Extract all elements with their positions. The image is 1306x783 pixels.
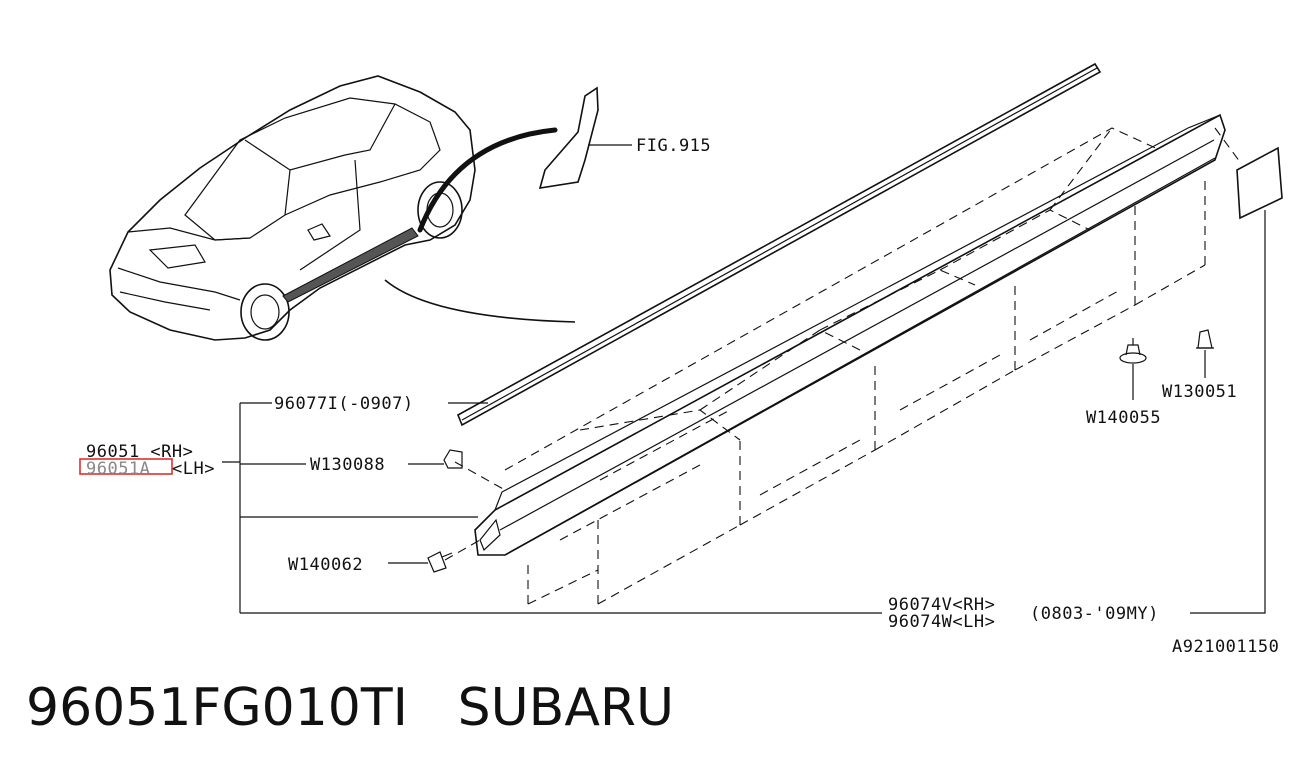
cover-lh-label: 96074W<LH> [888, 612, 995, 632]
brand-name: SUBARU [457, 678, 675, 738]
part-lh-code-label: 96051A [86, 459, 150, 479]
clip-w130088-label: W130088 [310, 455, 385, 475]
molding-label: 96077I(-0907) [274, 394, 414, 414]
side-sill [444, 113, 1241, 605]
clip-w130088 [408, 449, 463, 469]
molding-strip [456, 62, 1102, 427]
clip-w140055 [1119, 338, 1147, 400]
illustration-id-label: A921001150 [1172, 637, 1279, 657]
part-rh-label: 96051 <RH> [86, 442, 193, 462]
cover-years-label: (0803-'09MY) [1030, 604, 1159, 624]
fig915-bracket [538, 86, 632, 189]
highlight-box [79, 458, 173, 475]
leader-lines [222, 210, 1266, 614]
clip-w140062 [388, 551, 453, 573]
end-cap [1236, 146, 1283, 220]
car-illustration [109, 75, 576, 341]
footer-title: 96051FG010TI SUBARU [26, 682, 674, 734]
clip-w140062-label: W140062 [288, 555, 363, 575]
cover-rh-label: 96074V<RH> [888, 595, 995, 615]
part-number: 96051FG010TI [26, 678, 408, 738]
clip-w140055-label: W140055 [1086, 408, 1161, 428]
fig-ref-label: FIG.915 [636, 136, 711, 156]
part-lh-side-label: <LH> [172, 459, 215, 479]
clip-w130051 [1196, 329, 1214, 378]
clip-w130051-label: W130051 [1162, 382, 1237, 402]
